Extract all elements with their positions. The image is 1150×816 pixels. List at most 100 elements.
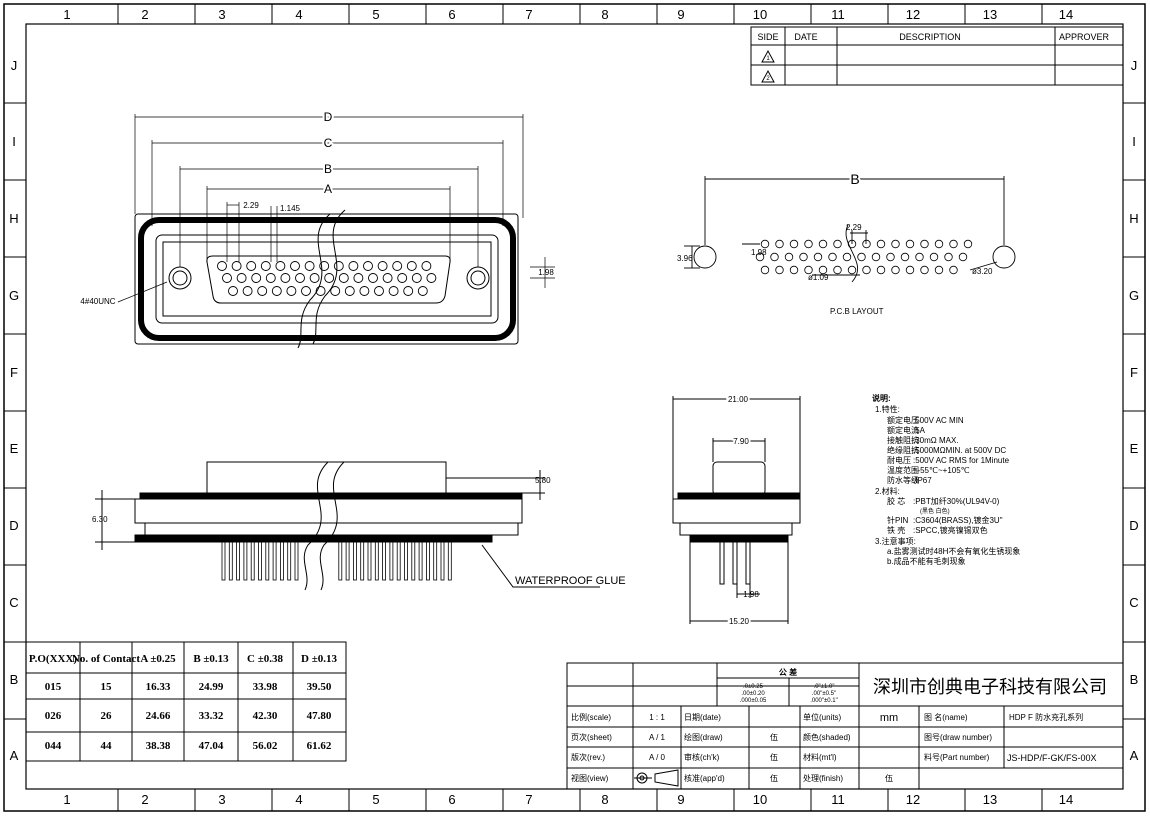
front-pin	[353, 273, 364, 283]
side-pin	[294, 541, 299, 581]
tb-label: 比例(scale)	[571, 712, 611, 722]
side-pin	[228, 541, 233, 581]
pcb-pin-hole	[804, 239, 813, 249]
size-table	[25, 641, 347, 762]
size-cell: 24.99	[199, 681, 224, 693]
pcb-pin-hole	[818, 265, 828, 275]
front-pin-grid	[217, 261, 437, 296]
col-label: 3	[218, 7, 225, 22]
pcb-pin-hole	[862, 265, 871, 275]
col-label: 13	[983, 792, 997, 807]
tolerance-value: .00±0.20	[741, 691, 765, 697]
size-header: A ±0.25	[140, 653, 176, 665]
col-label: 12	[906, 7, 920, 22]
pcb-pin-hole	[963, 239, 973, 249]
dim-offset-label: 1.145	[280, 204, 301, 213]
end-width-label: 21.00	[728, 395, 749, 404]
col-label: 11	[831, 792, 845, 807]
side-pin	[425, 541, 430, 581]
pcb-offset-label: 1.98	[751, 248, 767, 257]
tolerance-value: .0±0.25	[743, 684, 764, 690]
pcb-pin-hole	[871, 252, 881, 262]
size-cell: 015	[45, 681, 62, 693]
front-dimension-labels: D C B A 2.29 1.145 1.98 4#40UNC	[80, 108, 554, 306]
pcb-pin-hole	[760, 239, 770, 249]
row-label: J	[11, 58, 18, 73]
pcb-pitch-label: 2.29	[846, 223, 862, 232]
pcb-pin-hole	[799, 252, 808, 262]
col-label: 9	[677, 792, 684, 807]
pcb-pin-hole	[949, 265, 958, 275]
front-pin	[406, 261, 417, 271]
pcb-mount-hole-label: ø3.20	[972, 267, 993, 276]
company-name: 深圳市创典电子科技有限公司	[873, 677, 1107, 697]
revision-triangle-icon	[761, 69, 775, 83]
spec-label: 绝缘阻抗	[887, 445, 919, 455]
row-label: D	[9, 518, 18, 533]
notes-block: 说明: 1.特性: 额定电压:500V AC MIN 额定电流:5A 接触阻抗:…	[872, 393, 1020, 566]
tolerance-value: .0"±1.0"	[814, 684, 835, 690]
col-label: 12	[906, 792, 920, 807]
pcb-layout	[684, 176, 1016, 283]
front-pin	[217, 261, 227, 271]
row-label: H	[9, 211, 18, 226]
col-label: 2	[141, 7, 148, 22]
col-label: 8	[601, 7, 608, 22]
side-pin	[221, 541, 226, 581]
col-label: 6	[448, 7, 455, 22]
size-cell: 47.80	[307, 710, 332, 722]
front-pin	[417, 286, 428, 296]
row-label: H	[1129, 211, 1138, 226]
thread-label: 4#40UNC	[80, 297, 115, 306]
front-pin	[319, 261, 330, 271]
row-label: E	[1130, 441, 1139, 456]
pcb-pin-hole	[915, 252, 924, 262]
size-header: No. of Contact	[72, 653, 140, 665]
side-pin	[418, 541, 423, 581]
pcb-dim-b-label: B	[850, 171, 859, 187]
notes-section-2: 2.材料:	[875, 486, 900, 496]
spec-value: :5000MΩMIN. at 500V DC	[913, 446, 1006, 455]
size-cell: 39.50	[307, 681, 332, 693]
front-pin	[411, 273, 422, 283]
tolerance-heading: 公 差	[779, 667, 797, 677]
side-pin	[447, 541, 452, 581]
column-ticks	[117, 4, 1043, 811]
notes-section-3: 3.注意事项:	[875, 536, 916, 546]
pcb-pin-hole	[842, 252, 852, 262]
pcb-pin-hole	[944, 252, 953, 262]
side-pin	[396, 541, 401, 581]
front-pin	[397, 273, 408, 283]
tb-label: 图号(draw number)	[924, 733, 992, 742]
tb-label: 处理(finish)	[803, 773, 843, 783]
end-bottom-label: 15.20	[729, 617, 750, 626]
side-view	[95, 461, 600, 591]
title-block	[566, 662, 1124, 790]
tb-label: 单位(units)	[803, 712, 842, 722]
spec-label: 接触阻抗	[887, 435, 919, 445]
col-label: 10	[753, 7, 767, 22]
front-pin	[251, 273, 262, 283]
pcb-pin-hole	[770, 252, 779, 262]
row-labels: JI HG FE DC BA JI HG FE DC BA	[9, 58, 1139, 763]
front-pin	[374, 286, 384, 296]
tb-label: 绘图(draw)	[684, 732, 723, 742]
outer-frame	[3, 3, 1146, 812]
revision-table-text: SIDE DATE DESCRIPTION APPROVER 1 2	[757, 32, 1109, 82]
row-label: I	[1132, 134, 1136, 149]
pcb-pin-hole	[760, 265, 770, 275]
side-pin	[433, 541, 438, 581]
pcb-pin-hole	[784, 252, 794, 262]
waterproof-glue-label: WATERPROOF GLUE	[515, 575, 626, 587]
front-pin	[301, 286, 311, 296]
tb-label: 审核(ch'k)	[684, 752, 720, 762]
pcb-pin-hole	[862, 239, 871, 249]
col-label: 2	[141, 792, 148, 807]
tb-label: 版次(rev.)	[571, 752, 605, 762]
row-label: G	[9, 288, 19, 303]
pcb-mount-hole	[693, 245, 717, 269]
pcb-pin-hole	[905, 265, 915, 275]
tb-label: 材料(mt'l)	[803, 752, 837, 762]
col-label: 14	[1059, 7, 1073, 22]
